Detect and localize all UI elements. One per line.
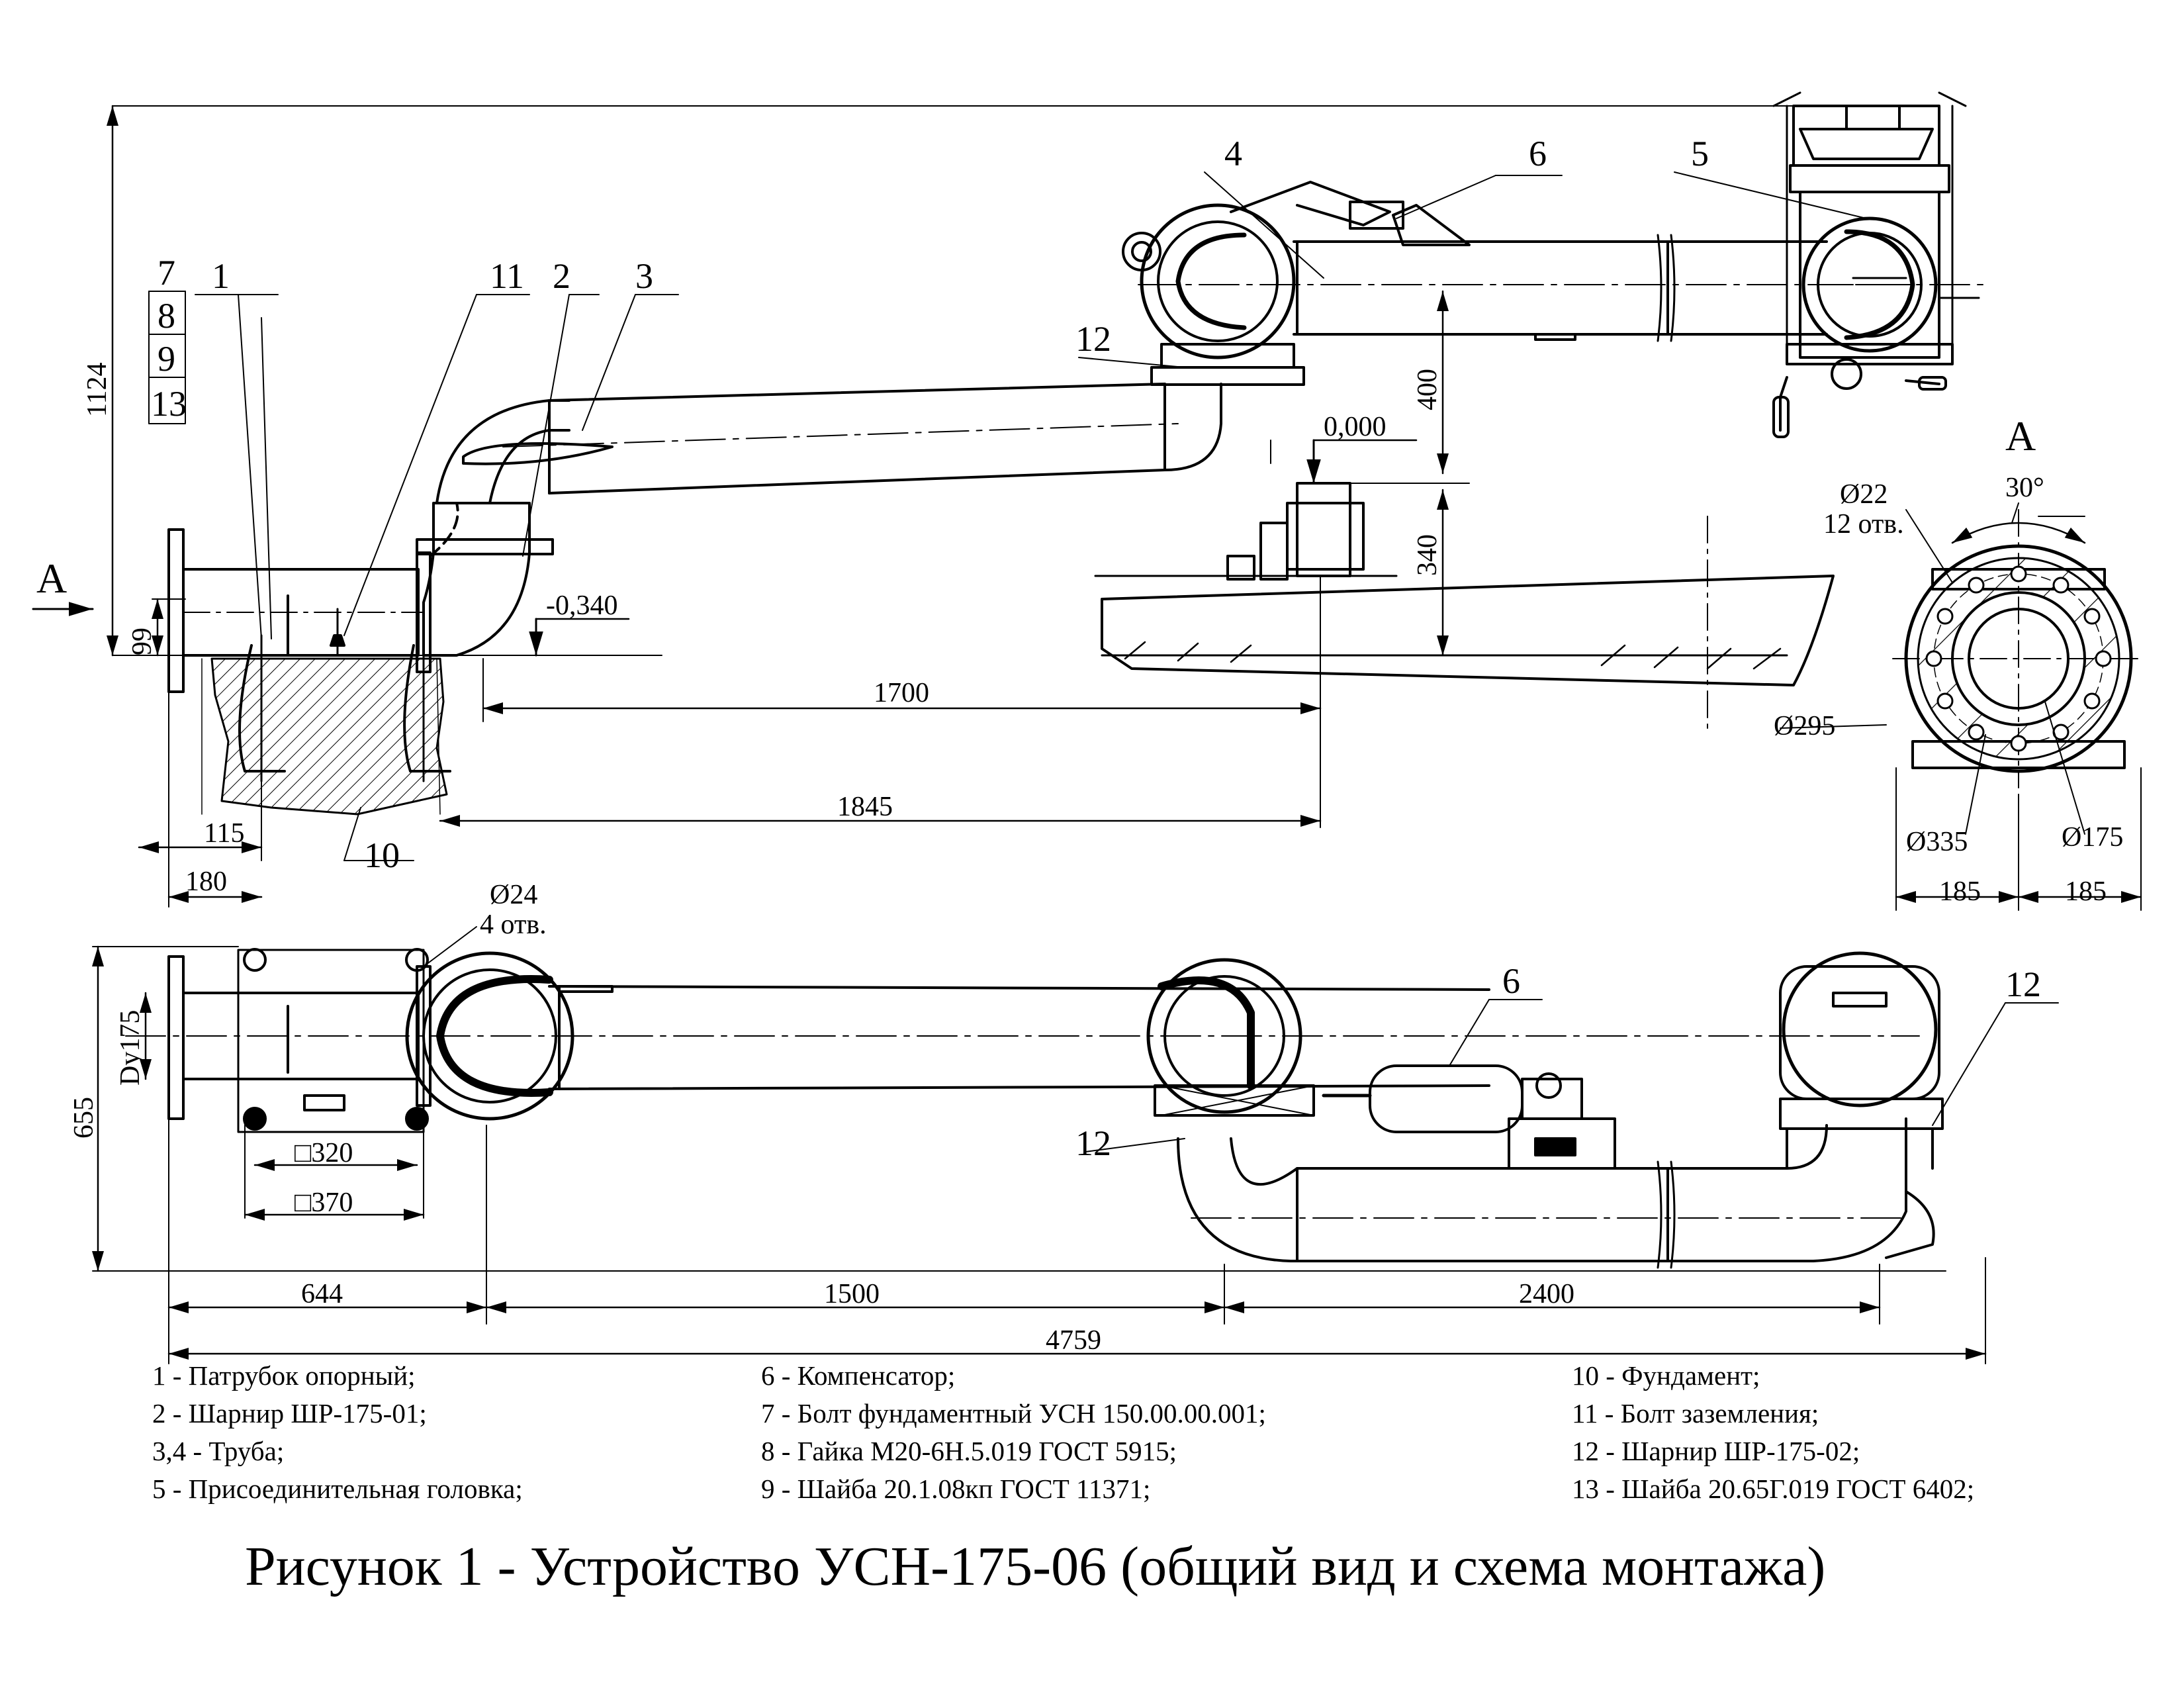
elevation-zero: 0,000	[1324, 412, 1387, 442]
part-label-8: 8	[158, 296, 175, 336]
part-label-3: 3	[635, 256, 653, 296]
part-label-7: 7	[158, 253, 175, 293]
dim-644: 644	[301, 1279, 343, 1309]
legend-item: 9 - Шайба 20.1.08кп ГОСТ 11371;	[761, 1474, 1151, 1504]
section-a-view	[1780, 502, 2145, 911]
part-label-10: 10	[364, 835, 400, 875]
part-label-12-side: 12	[1075, 319, 1111, 359]
legend-column-2: 6 - Компенсатор; 7 - Болт фундаментный У…	[761, 1357, 1266, 1508]
legend-column-3: 10 - Фундамент; 11 - Болт заземления; 12…	[1572, 1357, 1974, 1508]
legend-item: 1 - Патрубок опорный;	[152, 1360, 416, 1391]
part-label-12-plan-right: 12	[2005, 964, 2041, 1004]
side-view	[32, 91, 1986, 908]
section-a-title: A	[2005, 412, 2036, 459]
dim-outer-dia: Ø295	[1774, 711, 1835, 741]
figure-caption: Рисунок 1 - Устройство УСН-175-06 (общий…	[245, 1536, 1826, 1597]
dim-4759: 4759	[1046, 1325, 1101, 1356]
dim-1845: 1845	[837, 792, 893, 822]
dim-99: 99	[127, 628, 158, 655]
dim-180: 180	[185, 867, 227, 897]
legend-item: 11 - Болт заземления;	[1572, 1398, 1819, 1429]
section-marker-label: A	[36, 555, 67, 602]
legend-item: 8 - Гайка М20-6Н.5.019 ГОСТ 5915;	[761, 1436, 1177, 1466]
dim-anchor-hole-count: 4 отв.	[480, 910, 547, 940]
legend-column-1: 1 - Патрубок опорный; 2 - Шарнир ШР-175-…	[152, 1357, 523, 1508]
dim-185-left: 185	[1939, 876, 1981, 907]
part-label-12-plan-left: 12	[1075, 1123, 1111, 1163]
elevation-minus: -0,340	[546, 590, 618, 621]
plan-view	[92, 926, 2059, 1364]
dim-bore: Ø175	[2062, 822, 2123, 853]
legend-item: 10 - Фундамент;	[1572, 1360, 1760, 1391]
dim-bolt-hole: Ø22	[1840, 479, 1888, 510]
part-label-1: 1	[212, 256, 230, 296]
dim-square-inner: □320	[295, 1138, 353, 1168]
legend-item: 12 - Шарнир ШР-175-02;	[1572, 1436, 1860, 1466]
dim-340: 340	[1412, 534, 1443, 576]
dim-115: 115	[204, 818, 244, 849]
dim-1500: 1500	[824, 1279, 880, 1309]
dim-bolt-circle: Ø335	[1906, 827, 1968, 857]
legend-item: 7 - Болт фундаментный УСН 150.00.00.001;	[761, 1398, 1266, 1429]
part-label-6-side: 6	[1529, 134, 1547, 173]
dim-1700: 1700	[874, 678, 929, 708]
dim-400: 400	[1412, 369, 1443, 410]
dim-anchor-hole: Ø24	[490, 880, 537, 910]
legend-item: 5 - Присоединительная головка;	[152, 1474, 523, 1504]
legend-item: 3,4 - Труба;	[152, 1436, 285, 1466]
dim-2400: 2400	[1519, 1279, 1574, 1309]
dim-185-right: 185	[2065, 876, 2107, 907]
part-label-4: 4	[1224, 134, 1242, 173]
part-label-13: 13	[151, 384, 187, 424]
part-label-9: 9	[158, 339, 175, 379]
legend-item: 13 - Шайба 20.65Г.019 ГОСТ 6402;	[1572, 1474, 1975, 1504]
part-label-11: 11	[490, 256, 524, 296]
part-label-6-plan: 6	[1502, 961, 1520, 1001]
dim-square-outer: □370	[295, 1188, 353, 1218]
dim-1124: 1124	[82, 363, 113, 417]
dim-nominal-bore: Dy175	[115, 1010, 146, 1086]
legend-item: 2 - Шарнир ШР-175-01;	[152, 1398, 427, 1429]
drawing-labels: A A 1 2 3 4 5 6 6 7 8 9 13 10 11 12 12 1…	[36, 134, 2123, 1356]
part-label-2: 2	[553, 256, 570, 296]
dim-bolt-hole-count: 12 отв.	[1823, 509, 1904, 539]
part-label-5: 5	[1691, 134, 1709, 173]
legend-item: 6 - Компенсатор;	[761, 1360, 956, 1391]
dim-655: 655	[69, 1097, 99, 1139]
dim-angle: 30°	[2005, 473, 2044, 503]
